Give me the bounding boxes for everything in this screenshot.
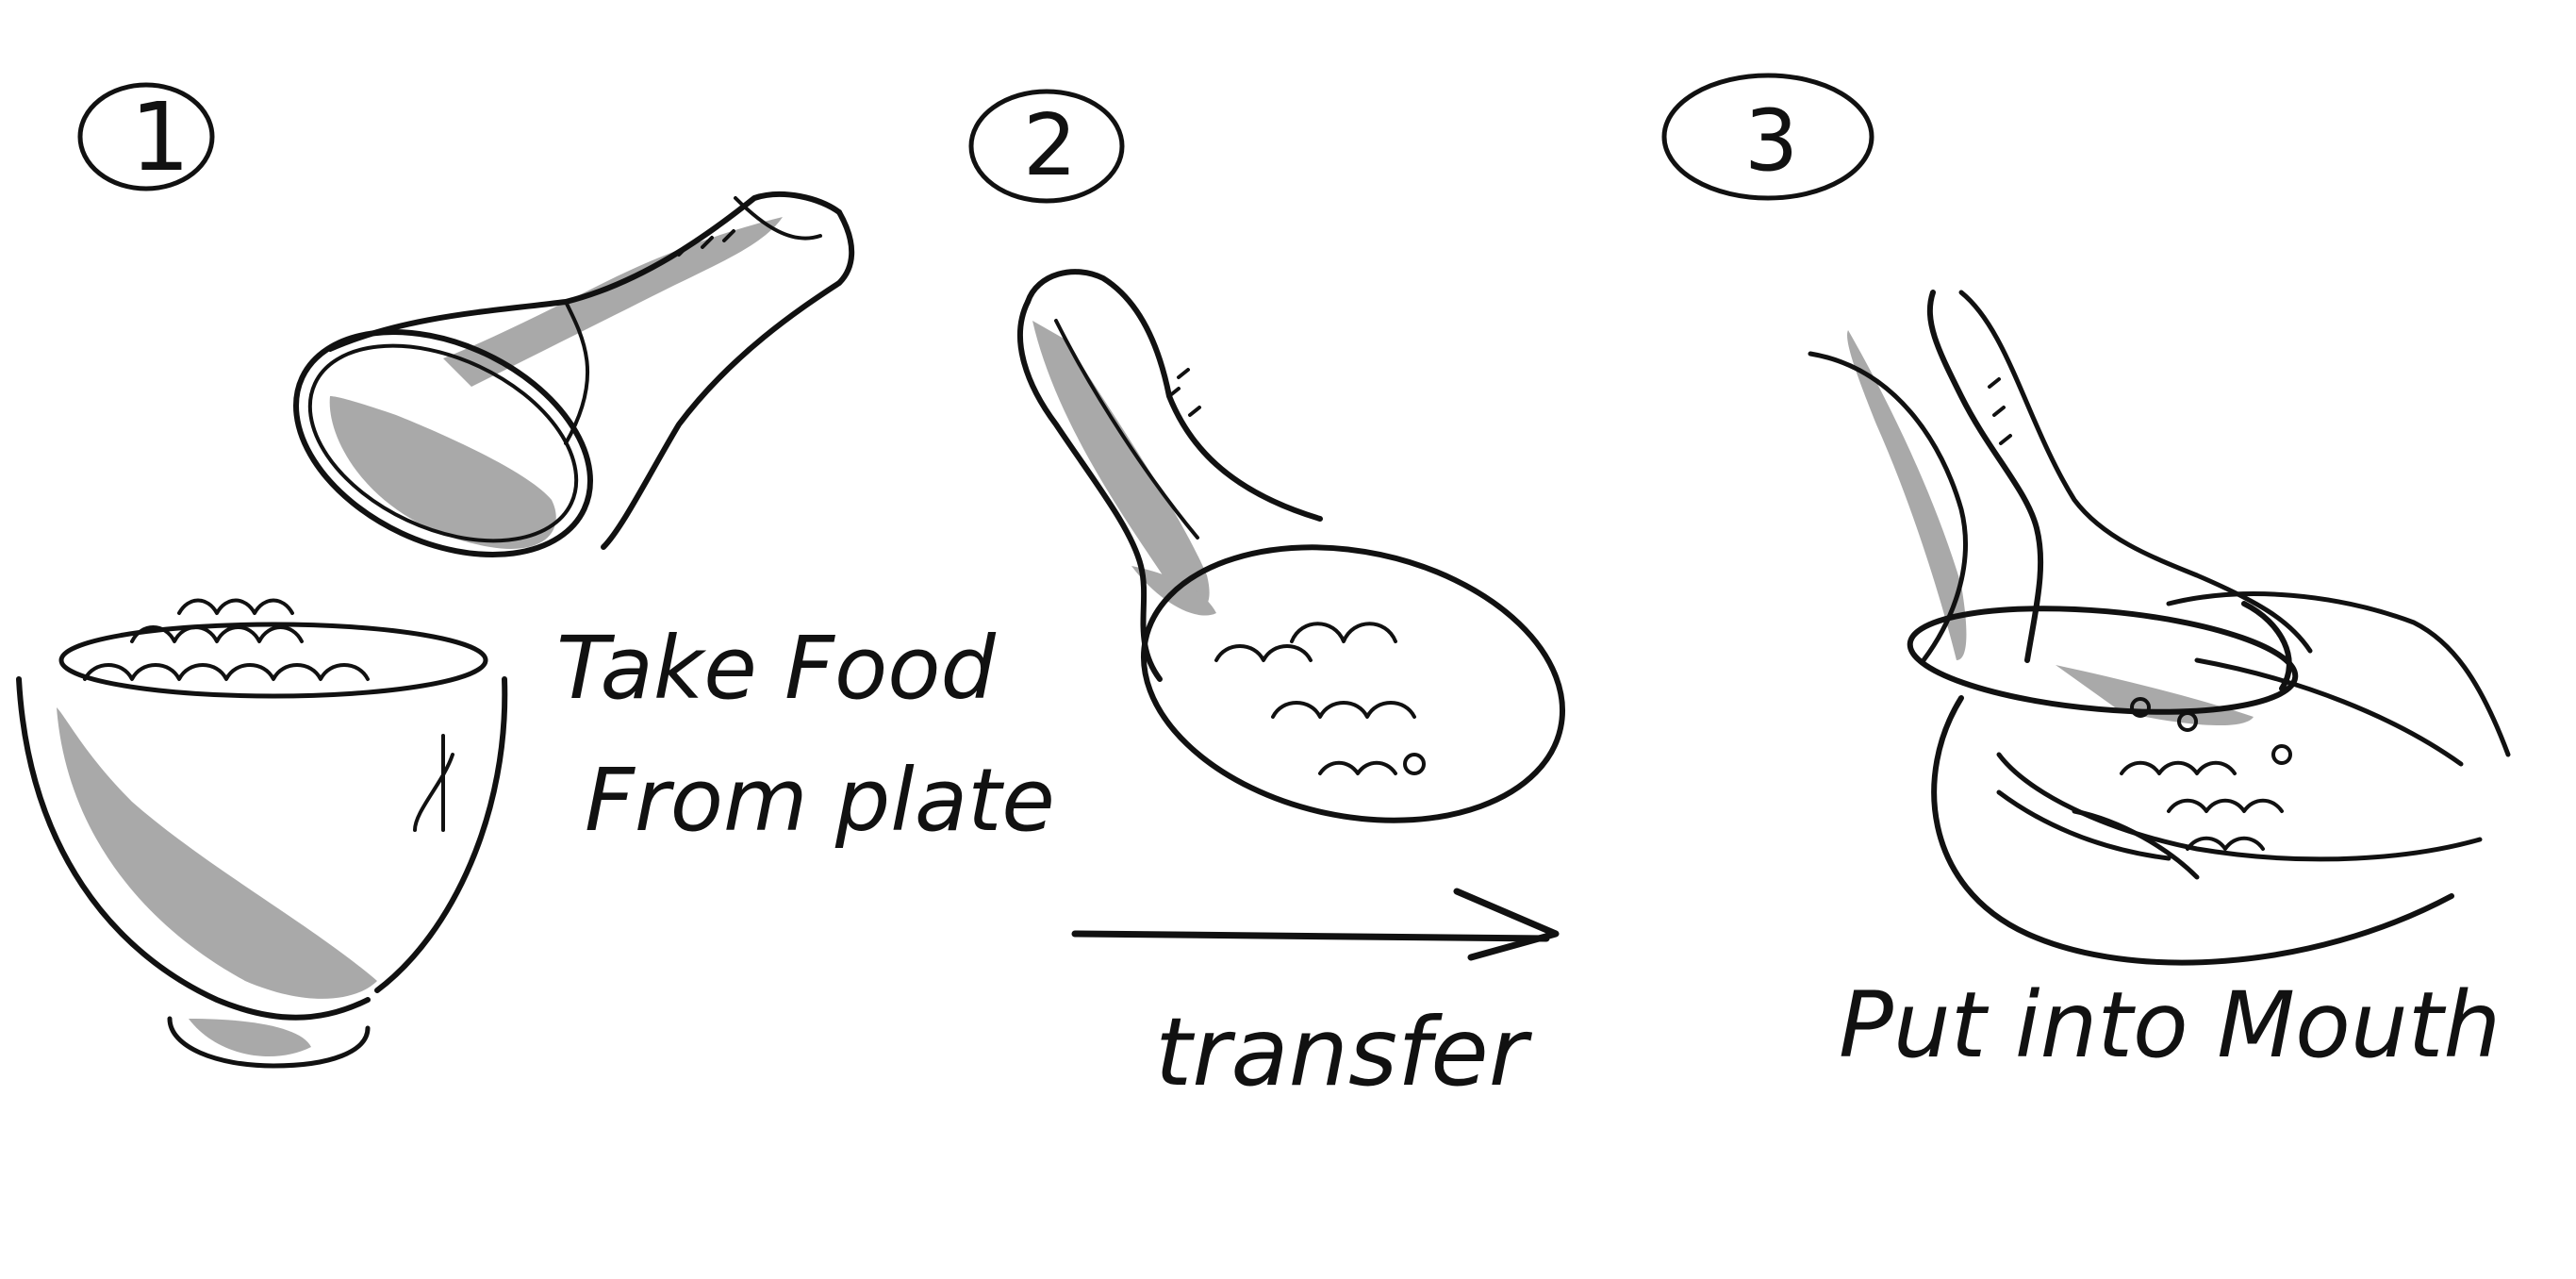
step-1: 1 Take Foo	[16, 82, 1055, 1069]
food-icon	[83, 598, 370, 681]
step-2-number: 2	[1023, 96, 1077, 195]
step-2: 2 transfer	[968, 89, 1565, 1107]
step-2-caption: transfer	[1155, 997, 1533, 1107]
step-1-number-badge: 1	[77, 82, 215, 192]
spoon-icon	[293, 191, 855, 557]
step-1-caption-line2: From plate	[585, 750, 1055, 851]
mouth-icon	[1931, 591, 2511, 966]
spoon-icon	[1808, 290, 2313, 726]
step-3-number-badge: 3	[1661, 73, 1874, 201]
bowl-icon	[16, 622, 508, 1069]
food-icon	[2072, 697, 2292, 880]
step-1-number: 1	[130, 82, 190, 192]
step-3-number: 3	[1744, 91, 1798, 191]
step-3-caption: Put into Mouth	[1839, 972, 2501, 1078]
arrow-right-icon	[1071, 888, 1560, 961]
spoon-icon	[1017, 269, 1565, 823]
step-3: 3 Put into Mouth	[1661, 73, 2511, 1078]
step-1-caption-line1: Take Food	[556, 618, 997, 719]
step-2-number-badge: 2	[968, 89, 1125, 204]
food-icon	[1214, 622, 1426, 775]
